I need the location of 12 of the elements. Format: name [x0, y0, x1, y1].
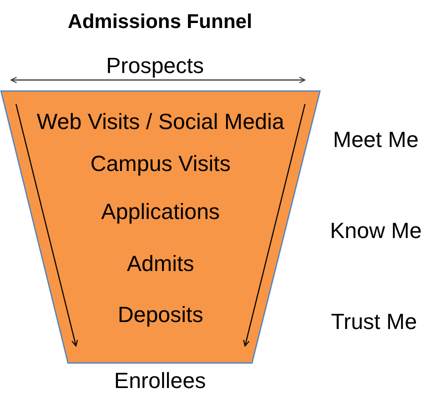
stage-label: Web Visits / Social Media — [36, 108, 284, 136]
stage-label: Admits — [126, 250, 194, 278]
stage-label: Campus Visits — [90, 150, 231, 178]
stage-group-label: Know Me — [330, 218, 422, 244]
stage-group-label: Trust Me — [331, 308, 417, 336]
diagram-title: Admissions Funnel — [68, 10, 252, 34]
funnel-top-label: Prospects — [106, 52, 204, 80]
stage-group-label: Meet Me — [333, 126, 419, 154]
stage-label: Deposits — [118, 302, 204, 328]
funnel-bottom-label: Enrollees — [114, 368, 206, 394]
stage-label: Applications — [101, 198, 220, 226]
funnel-shape — [1, 91, 320, 363]
